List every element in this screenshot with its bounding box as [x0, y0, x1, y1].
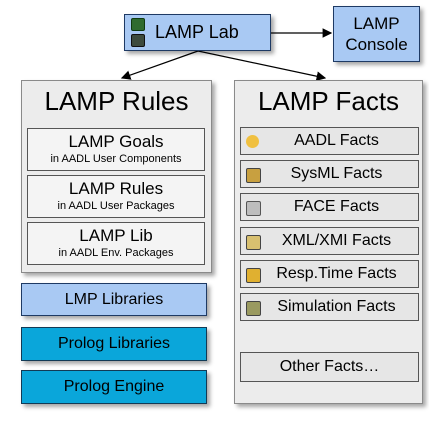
fact-xml[interactable]: XML/XMI Facts [240, 227, 419, 255]
fact-sysml-label: SysML Facts [290, 165, 383, 182]
lamp-lib-title: LAMP Lib [79, 226, 153, 245]
lamp-lib-box[interactable]: LAMP Lib in AADL Env. Packages [27, 222, 205, 265]
fact-resp-time[interactable]: Resp.Time Facts [240, 260, 419, 288]
console-label-line1: LAMP [353, 14, 400, 33]
prolog-engine-box[interactable]: Prolog Engine [21, 370, 207, 404]
fact-face[interactable]: FACE Facts [240, 193, 419, 221]
lamp-rules-subtitle: in AADL User Packages [57, 200, 175, 212]
lamp-console-box[interactable]: LAMP Console [333, 6, 420, 62]
robot-icon [131, 18, 145, 31]
lamp-rules-panel: LAMP Rules LAMP Goals in AADL User Compo… [21, 80, 212, 273]
fact-other[interactable]: Other Facts… [240, 352, 419, 382]
lamp-lib-subtitle: in AADL Env. Packages [58, 247, 174, 259]
fact-resp-time-label: Resp.Time Facts [276, 265, 397, 282]
fact-simulation-label: Simulation Facts [277, 298, 396, 315]
sysml-icon [246, 168, 261, 183]
face-icon [246, 201, 261, 216]
person-icon [131, 34, 145, 47]
lamp-rules-title: LAMP Rules [68, 179, 164, 198]
fact-aadl[interactable]: AADL Facts [240, 127, 419, 155]
rules-panel-title: LAMP Rules [44, 86, 189, 116]
console-label-line2: Console [345, 35, 408, 54]
fact-xml-label: XML/XMI Facts [281, 232, 392, 249]
lamp-goals-title: LAMP Goals [68, 132, 164, 151]
resp-time-icon [246, 268, 261, 283]
lamp-goals-subtitle: in AADL User Components [50, 153, 182, 165]
lamp-lab-label: LAMP Lab [155, 22, 239, 42]
fact-face-label: FACE Facts [293, 198, 380, 215]
fact-simulation[interactable]: Simulation Facts [240, 293, 419, 321]
arrow-lab-to-rules [120, 50, 199, 80]
simulation-icon [246, 301, 261, 316]
fact-other-label: Other Facts… [279, 358, 380, 375]
xml-icon [246, 235, 261, 250]
fact-sysml[interactable]: SysML Facts [240, 160, 419, 188]
aadl-icon [246, 135, 259, 148]
prolog-libraries-box[interactable]: Prolog Libraries [21, 327, 207, 361]
fact-aadl-label: AADL Facts [294, 132, 379, 149]
lamp-lab-box[interactable]: LAMP Lab [124, 14, 271, 51]
lamp-rules-box[interactable]: LAMP Rules in AADL User Packages [27, 175, 205, 218]
lamp-goals-box[interactable]: LAMP Goals in AADL User Components [27, 128, 205, 171]
facts-panel-title: LAMP Facts [257, 86, 400, 116]
arrow-lab-to-facts [197, 50, 327, 81]
lmp-libraries-box[interactable]: LMP Libraries [21, 283, 207, 316]
lamp-facts-panel: LAMP Facts AADL Facts SysML Facts FACE F… [234, 80, 423, 404]
